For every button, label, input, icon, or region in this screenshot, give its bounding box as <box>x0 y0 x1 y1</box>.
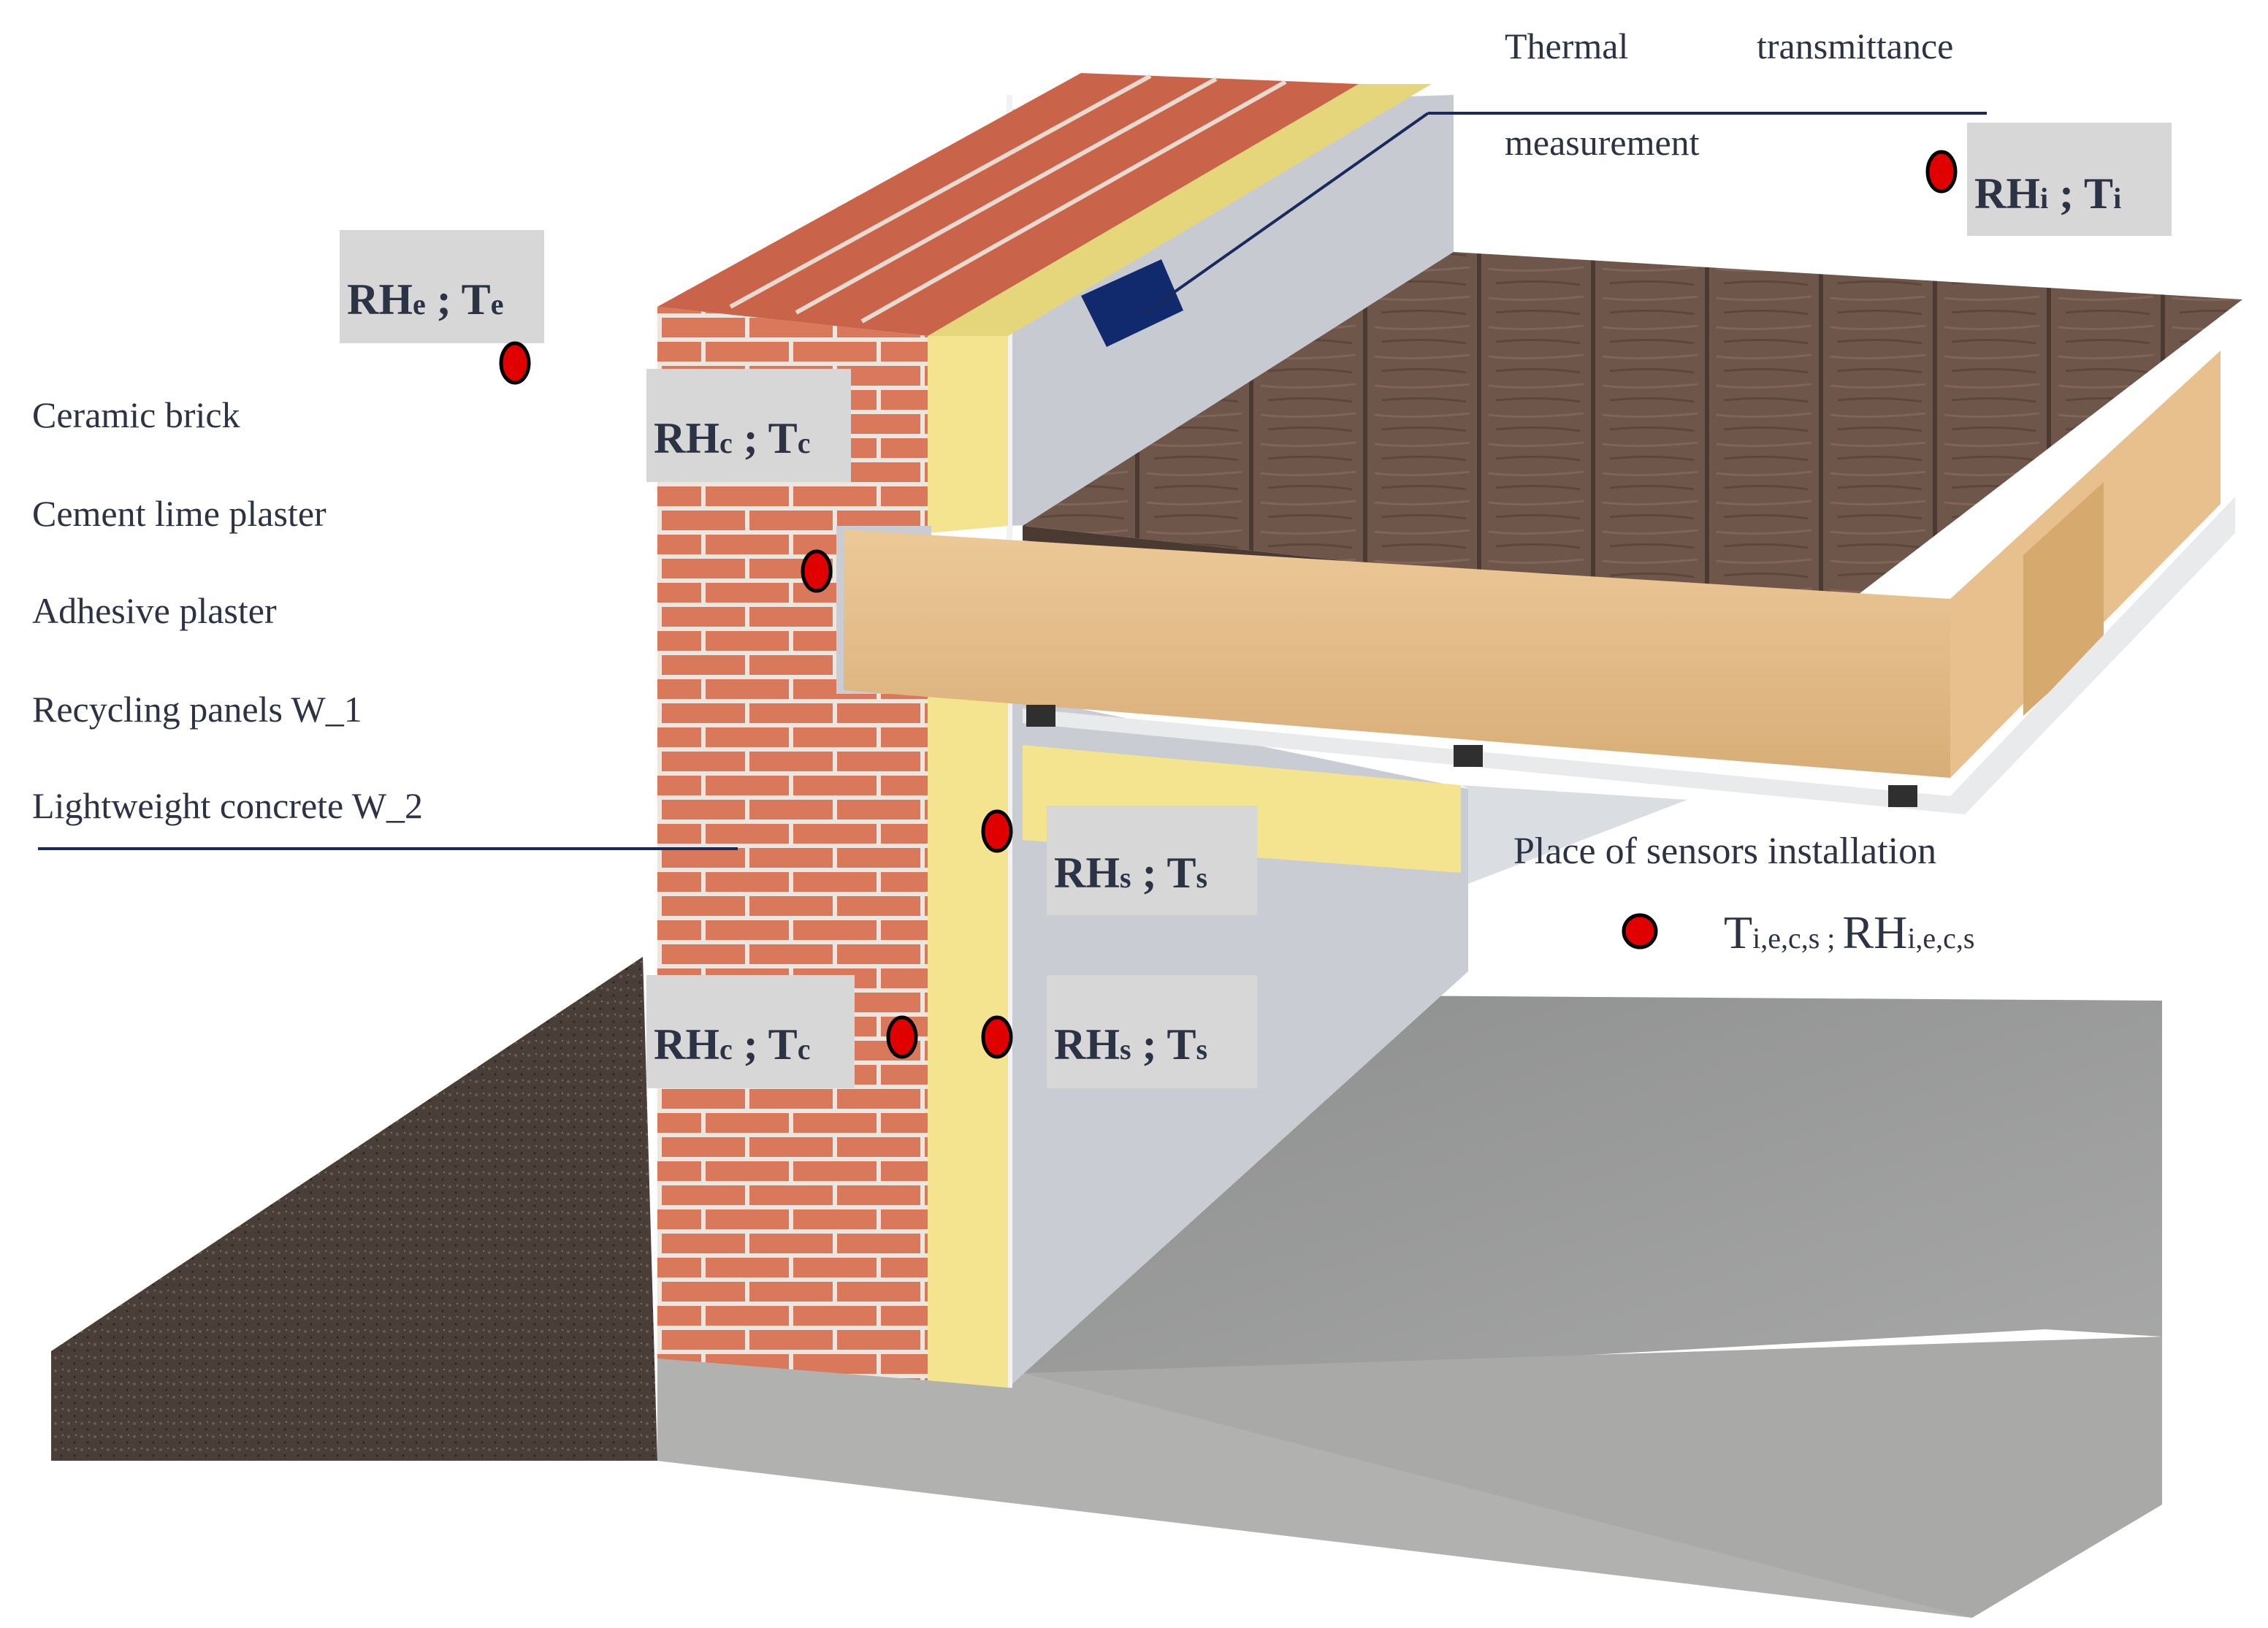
sensor-dot-surface-lower <box>981 1015 1013 1059</box>
heat-flux-sensor <box>1081 259 1183 347</box>
legend-symbol: Ti,e,c,s ; RHi,e,c,s <box>1724 906 1975 958</box>
sensor-dot-cavity-lower <box>886 1015 918 1059</box>
svg-text:RHc ; Tc: RHc ; Tc <box>654 414 810 462</box>
insulation-upper <box>928 336 1008 533</box>
sensor-tag-cavity-lower: RHc ; Tc <box>646 975 855 1088</box>
sensor-dot-exterior <box>499 341 531 385</box>
leader-lines <box>38 112 1987 850</box>
legend-title: Place of sensors installation <box>1513 830 1936 872</box>
layer-label-recycling-panels: Recycling panels W_1 <box>32 689 362 730</box>
underfloor-panel <box>1461 785 1687 884</box>
thermal-label-line2: measurement <box>1505 122 1700 163</box>
sensor-dot-surface-upper <box>981 809 1013 853</box>
svg-text:RHs ; Ts: RHs ; Ts <box>1054 849 1207 897</box>
layer-label-adhesive-plaster: Adhesive plaster <box>32 590 277 631</box>
layer-label-lightweight-concrete: Lightweight concrete W_2 <box>32 785 423 826</box>
sensor-tag-interior: RHi ; Ti <box>1967 123 2172 236</box>
sensor-tag-surface-upper: RHs ; Ts <box>1047 806 1257 915</box>
insulation-lower <box>928 694 1008 1388</box>
svg-text:RHe ; Te: RHe ; Te <box>347 275 503 324</box>
insulation-top <box>928 84 1432 336</box>
concrete-foundation-side <box>657 1358 1972 1618</box>
layer-label-ceramic-brick: Ceramic brick <box>32 394 240 435</box>
brick-wall-top-joints <box>729 74 1287 324</box>
sensor-tag-cavity-upper: RHc ; Tc <box>646 369 851 482</box>
sensor-tag-exterior: RHe ; Te <box>340 230 544 343</box>
soil-ground <box>51 957 657 1461</box>
legend-sensor-dot <box>1622 913 1658 949</box>
thermal-label-word2: transmittance <box>1757 26 1953 66</box>
svg-text:RHc ; Tc: RHc ; Tc <box>654 1020 810 1069</box>
sensor-markers <box>499 150 1958 1059</box>
sensor-dot-interior <box>1925 150 1958 194</box>
metal-channels <box>1026 705 1917 807</box>
thermal-leader-diagonal <box>1142 112 1429 316</box>
wood-joist-face <box>844 530 1950 778</box>
floor-deck-top <box>1023 252 2242 614</box>
svg-text:RHi ; Ti: RHi ; Ti <box>1974 169 2121 218</box>
svg-text:RHs ; Ts: RHs ; Ts <box>1054 1020 1207 1069</box>
sensor-tag-surface-lower: RHs ; Ts <box>1047 975 1257 1088</box>
layer-label-cement-lime-plaster: Cement lime plaster <box>32 493 327 534</box>
sensor-dot-cavity-upper <box>801 549 833 593</box>
thermal-label-word1: Thermal <box>1505 26 1628 66</box>
drywall-edge <box>1007 95 1012 1388</box>
